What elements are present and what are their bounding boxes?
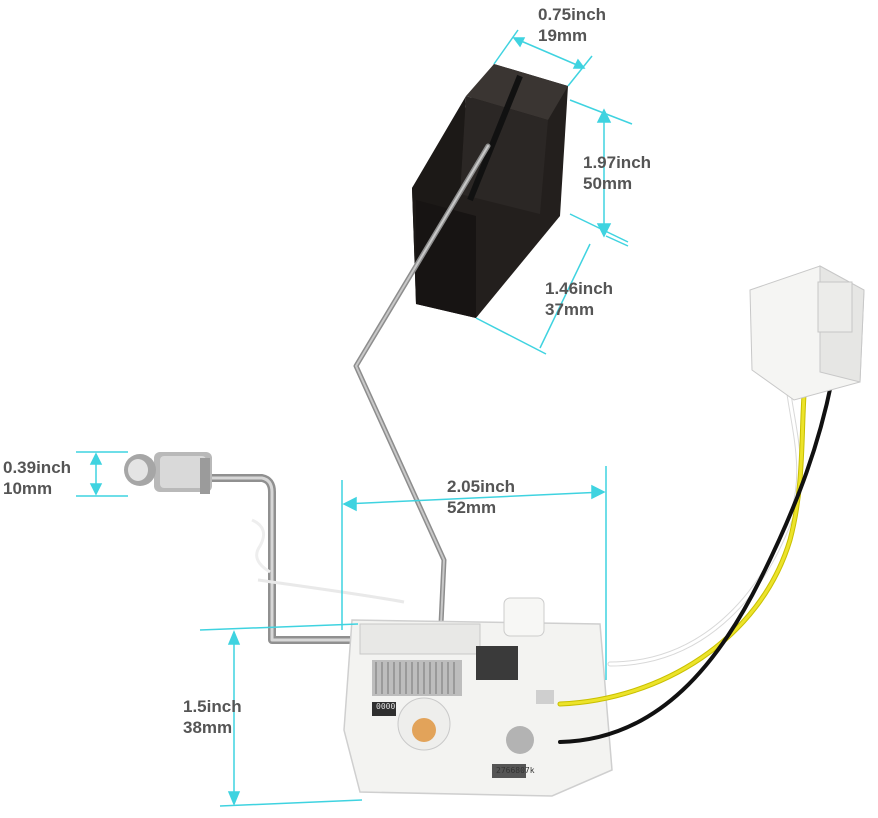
float-width-mm: 19mm <box>538 26 588 45</box>
dimension-lines <box>76 29 633 807</box>
board-marking: 0000 <box>376 702 396 711</box>
mounting-pin <box>124 452 350 644</box>
sender-width-inch: 2.05inch <box>447 477 516 496</box>
sender-body <box>343 597 613 797</box>
part-marking: 2766807k <box>496 766 535 775</box>
sender-height-inch: 1.5inch <box>183 697 242 716</box>
float-height-inch: 1.97inch <box>583 153 652 172</box>
float-width-label: 0.75inch 19mm <box>538 4 606 46</box>
float-depth-inch: 1.46inch <box>545 279 614 298</box>
sender-height-label: 1.5inch 38mm <box>183 696 242 738</box>
sender-width-mm: 52mm <box>447 498 497 517</box>
float-height-label: 1.97inch 50mm <box>583 152 651 194</box>
pin-diameter-label: 0.39inch 10mm <box>3 457 71 499</box>
pin-diameter-inch: 0.39inch <box>3 458 72 477</box>
white-wire-lead <box>257 578 405 604</box>
sender-height-mm: 38mm <box>183 718 233 737</box>
sender-width-label: 2.05inch 52mm <box>447 476 515 518</box>
float-depth-mm: 37mm <box>545 300 595 319</box>
float-depth-label: 1.46inch 37mm <box>545 278 613 320</box>
pin-diameter-mm: 10mm <box>3 479 53 498</box>
float-width-inch: 0.75inch <box>538 5 607 24</box>
float-height-mm: 50mm <box>583 174 633 193</box>
wire-connector <box>749 265 865 401</box>
wire-harness <box>557 367 834 744</box>
